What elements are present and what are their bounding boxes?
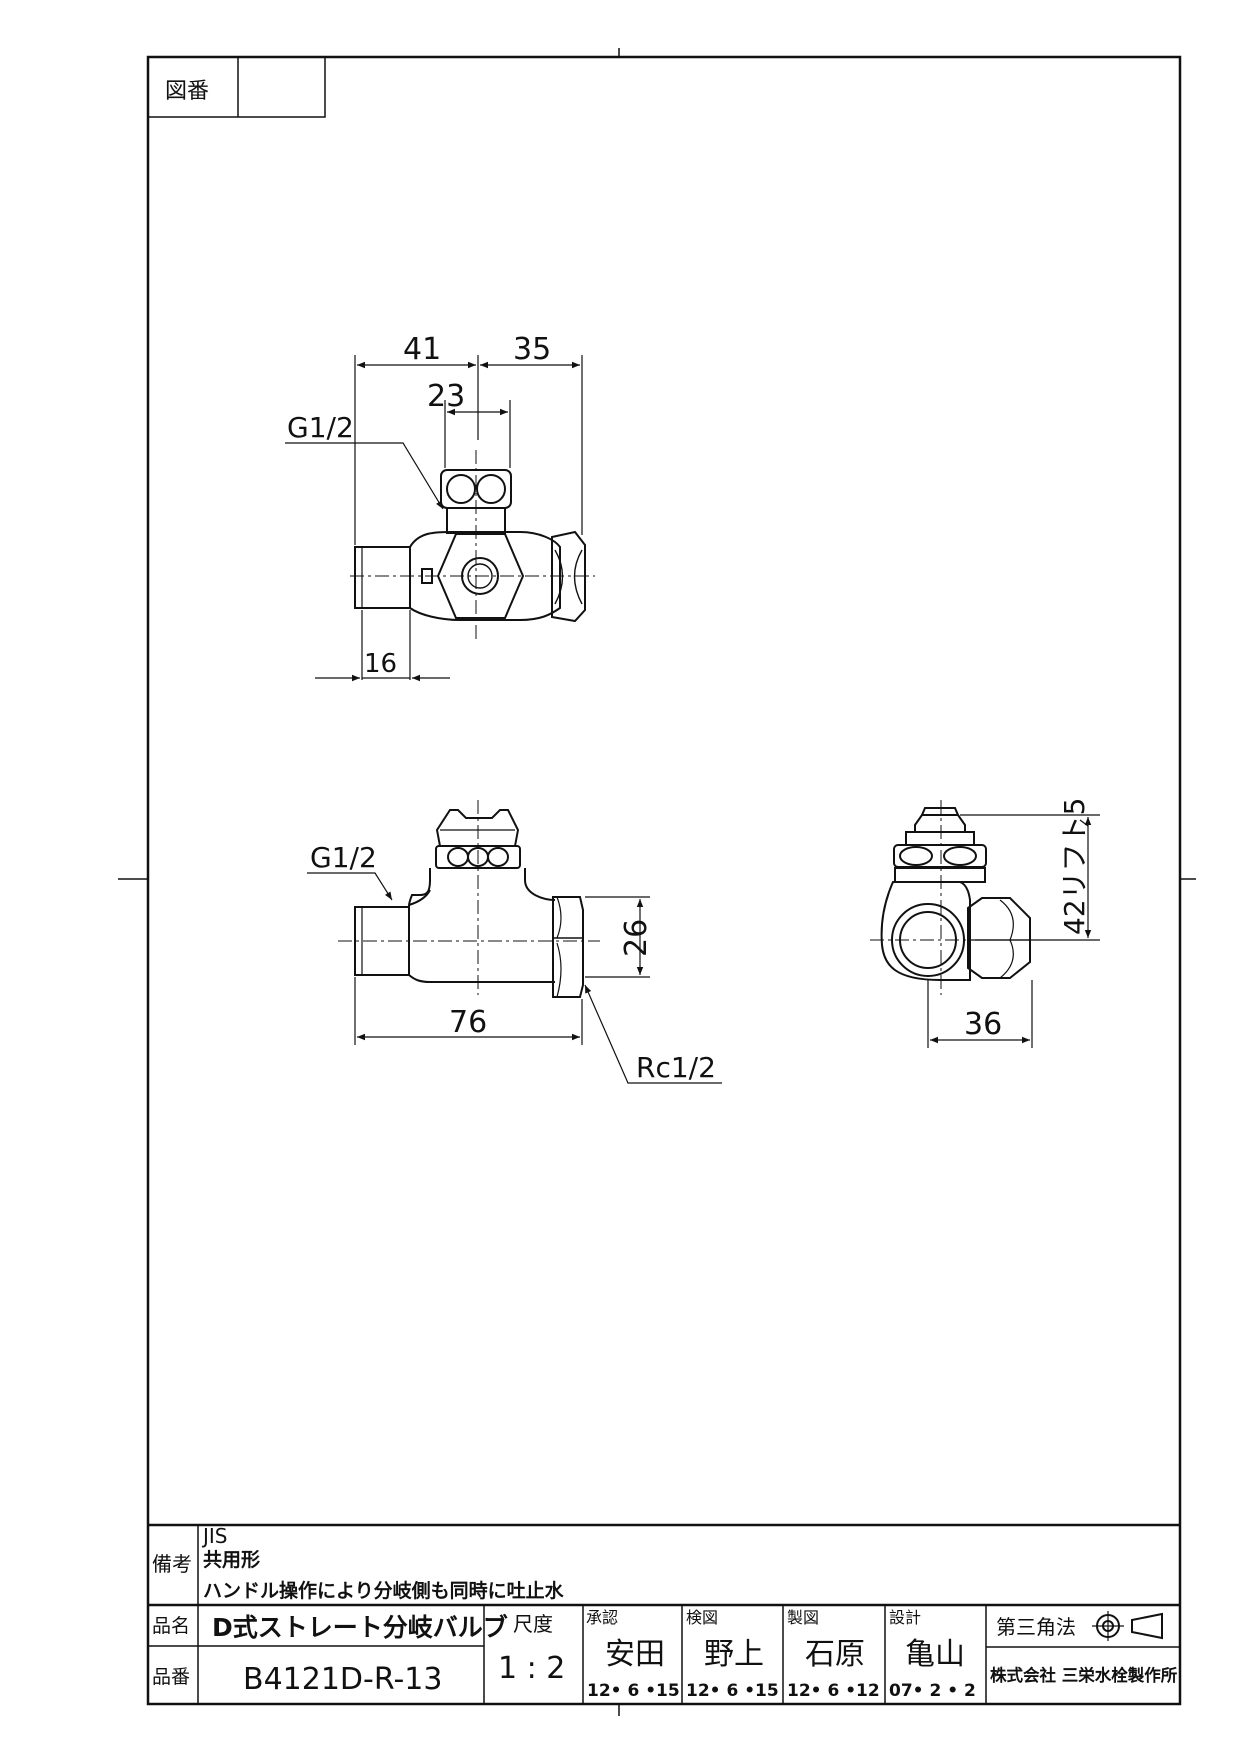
check-date: 12• 6 •15 [686, 1681, 779, 1701]
approve-date: 12• 6 •15 [587, 1681, 680, 1701]
front-view: 76 26 G1/2 Rc1/2 [307, 800, 722, 1084]
remarks-line-2: 共用形 [203, 1549, 260, 1571]
dim-top-left: 41 [403, 332, 441, 367]
front-outlet-label: Rc1/2 [636, 1051, 716, 1084]
top-thread-label: G1/2 [287, 411, 354, 444]
product-name: D式ストレート分岐バルブ [212, 1613, 508, 1642]
dim-top-thread: 16 [364, 649, 397, 679]
dim-side-height: 42リフト5 [1058, 798, 1091, 935]
check-label: 検図 [686, 1608, 718, 1627]
remarks-label: 備考 [152, 1552, 192, 1576]
design-name: 亀山 [905, 1637, 965, 1672]
front-inlet-label: G1/2 [310, 841, 377, 874]
approve-name: 安田 [605, 1637, 665, 1672]
draft-date: 12• 6 •12 [787, 1681, 880, 1701]
design-label: 設計 [889, 1608, 921, 1627]
check-name: 野上 [704, 1637, 764, 1672]
drawing-number-box: 図番 [148, 57, 326, 118]
dim-front-length: 76 [449, 1005, 487, 1040]
top-view: 41 35 23 16 G1/2 [285, 332, 595, 682]
approve-label: 承認 [586, 1608, 618, 1627]
side-view: 42リフト5 36 [870, 798, 1100, 1048]
third-angle-projection-icon [1092, 1611, 1163, 1641]
dim-side-width: 36 [964, 1007, 1002, 1042]
product-number-label: 品番 [152, 1666, 190, 1688]
company-name: 株式会社 三栄水栓製作所 [990, 1665, 1178, 1685]
remarks-line-3: ハンドル操作により分岐側も同時に吐止水 [203, 1579, 565, 1602]
dim-front-height: 26 [619, 919, 654, 957]
draft-name: 石原 [805, 1637, 865, 1672]
scale-value: 1 : 2 [498, 1651, 565, 1686]
product-number: B4121D-R-13 [243, 1662, 442, 1697]
drawing-number-label: 図番 [165, 79, 209, 104]
product-name-label: 品名 [152, 1615, 190, 1637]
draft-label: 製図 [787, 1608, 819, 1627]
projection-label: 第三角法 [996, 1615, 1076, 1639]
sheet-frame [118, 48, 1196, 1716]
design-date: 07• 2 • 2 [889, 1681, 976, 1701]
title-block [148, 1523, 1180, 1704]
scale-label: 尺度 [513, 1612, 553, 1636]
remarks-line-1: JIS [201, 1524, 228, 1548]
dim-top-width: 23 [427, 379, 465, 414]
dim-top-right: 35 [513, 332, 551, 367]
